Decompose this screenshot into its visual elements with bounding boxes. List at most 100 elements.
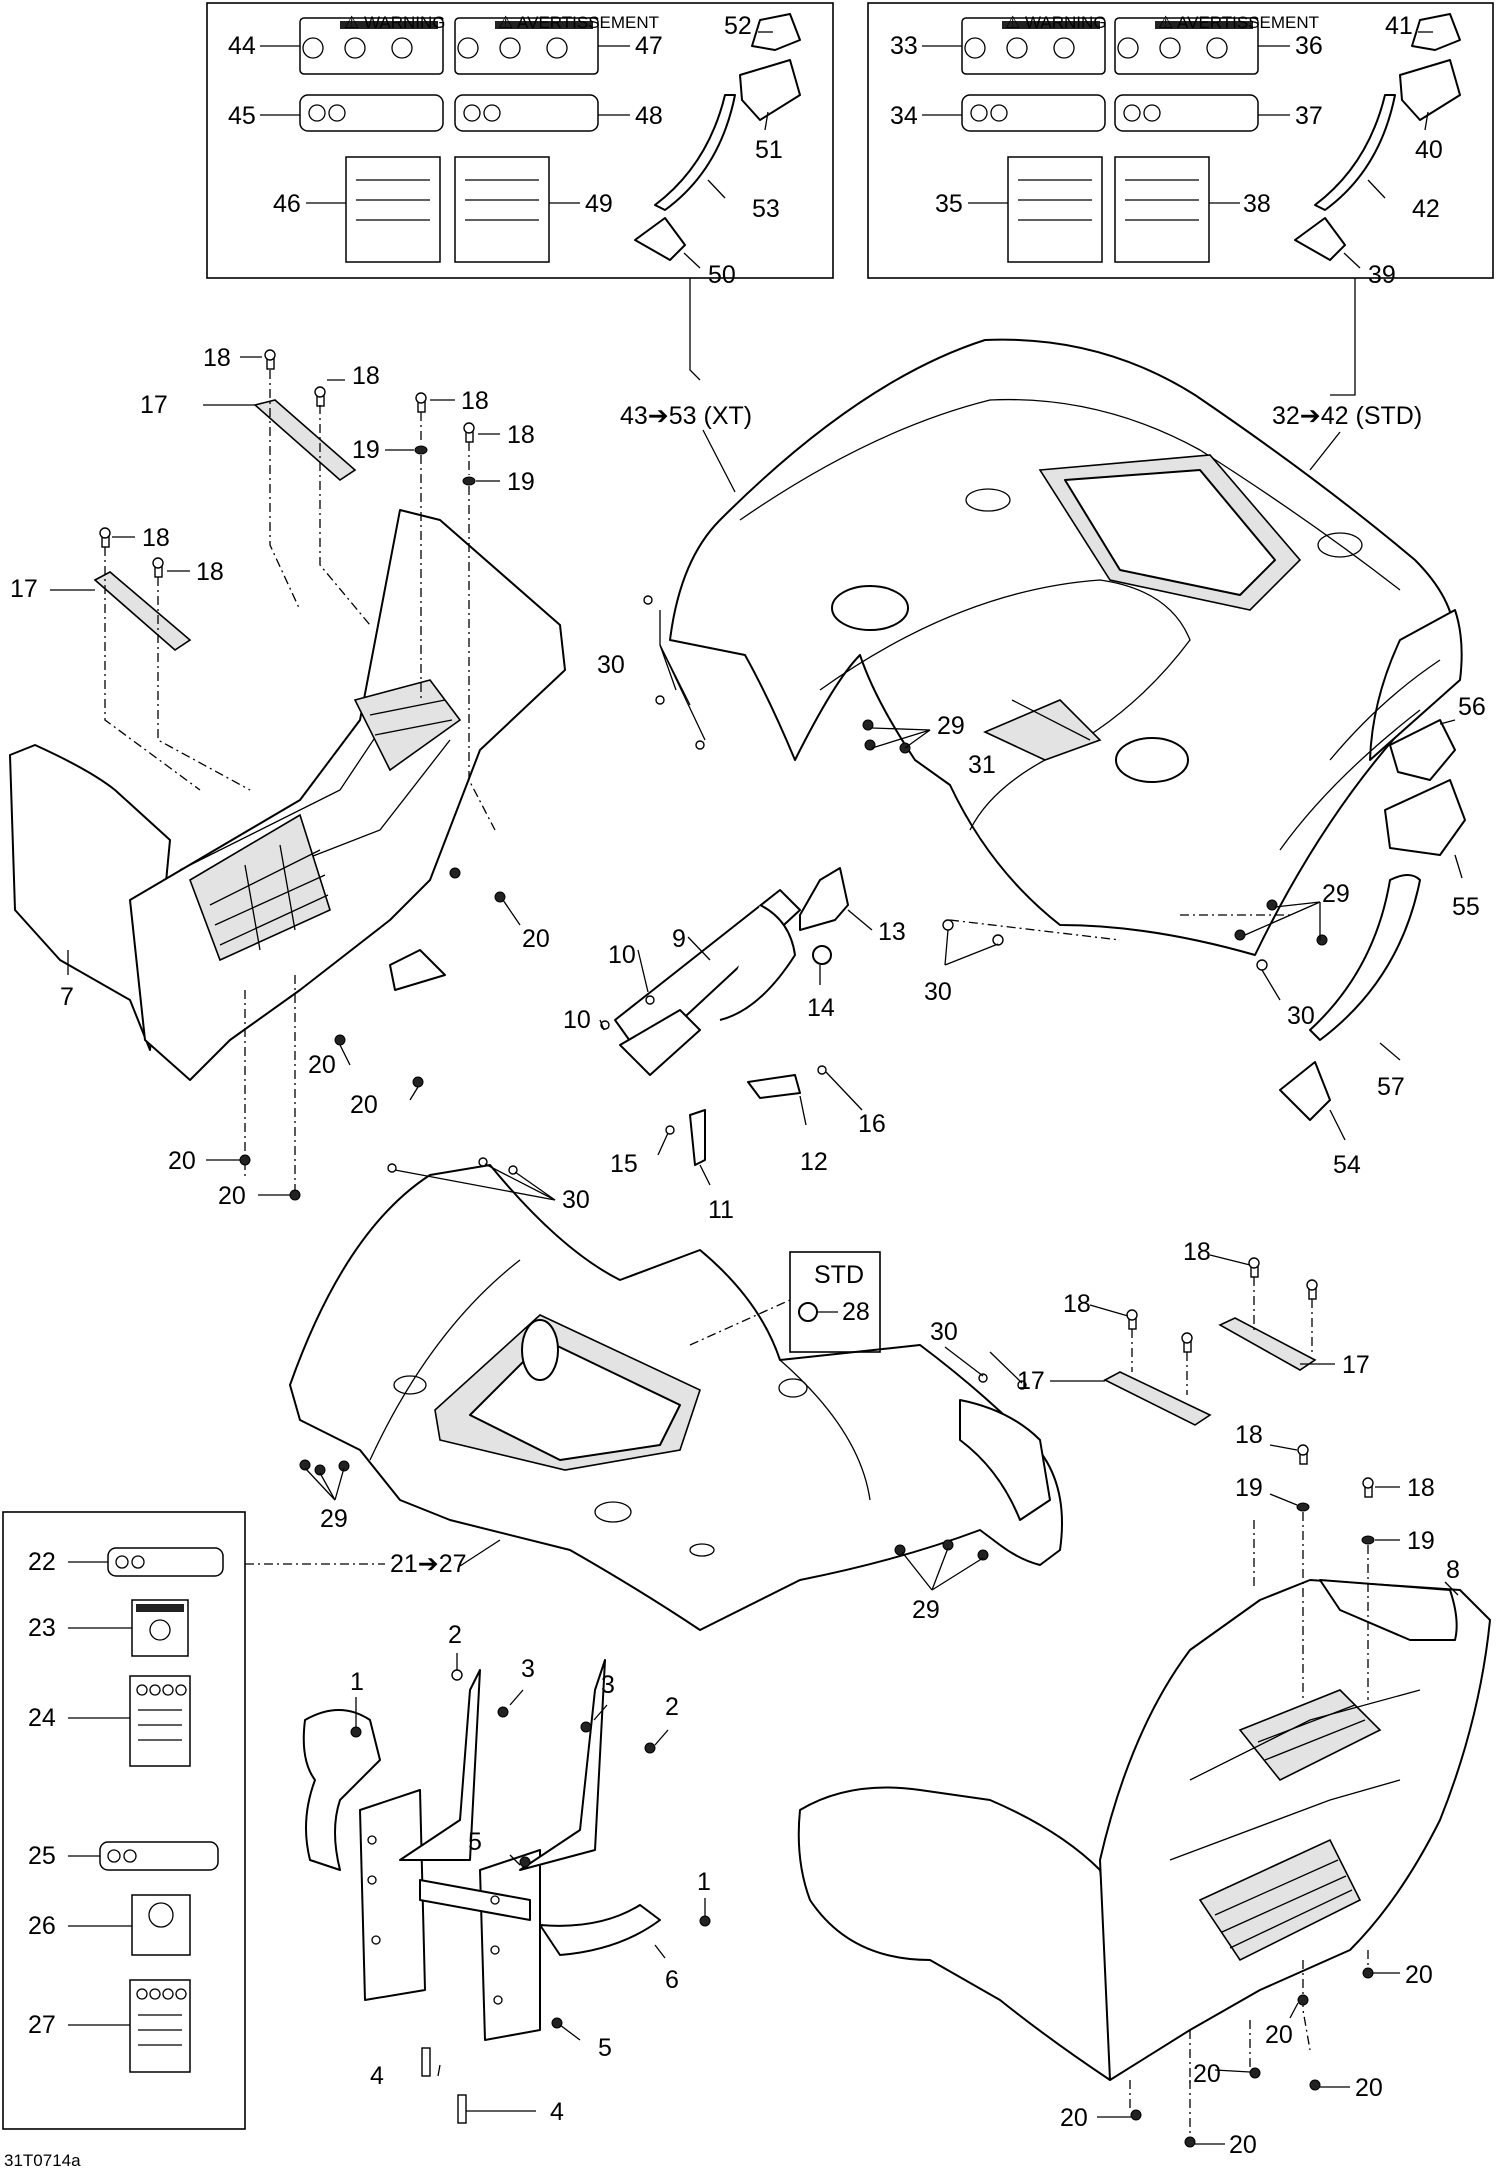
callout-15: 15 (610, 1150, 638, 1178)
left-footrest-grid (189, 813, 331, 962)
std-box (789, 1251, 881, 1353)
callout-29-front-left: 29 (320, 1505, 348, 1533)
callout-19-d: 19 (1407, 1527, 1435, 1555)
footrest-bar-17-right-upper (1218, 1317, 1317, 1371)
callout-29-rear-right: 29 (1322, 880, 1350, 908)
callout-33: 33 (890, 32, 918, 60)
callout-41: 41 (1385, 12, 1413, 40)
callout-29-front-right: 29 (912, 1596, 940, 1624)
callout-7: 7 (60, 983, 74, 1011)
decal-kit-xt-frame (206, 2, 834, 279)
left-footwell (9, 509, 566, 1081)
bracket-39 (1294, 217, 1346, 261)
callout-42: 42 (1412, 195, 1440, 223)
decal-45 (299, 94, 444, 132)
callout-16: 16 (858, 1110, 886, 1138)
bumper-tube-right (539, 1904, 661, 1956)
decal-38 (1114, 156, 1210, 263)
callout-32-42-std: 32➔42 (STD) (1272, 402, 1422, 430)
callout-30-front-right: 30 (930, 1318, 958, 1346)
callout-26: 26 (28, 1912, 56, 1940)
bumper-plate-left (359, 1789, 426, 2001)
callout-5-a: 5 (468, 1828, 482, 1856)
callout-45: 45 (228, 102, 256, 130)
callout-2-a: 2 (448, 1621, 462, 1649)
decal-46 (345, 156, 441, 263)
figure-code: 31T0714a (4, 2151, 81, 2170)
callout-18-h: 18 (1063, 1290, 1091, 1318)
callout-6: 6 (665, 1966, 679, 1994)
front-fender (289, 1164, 1063, 1631)
callout-18-i: 18 (1235, 1421, 1263, 1449)
cover-56 (1389, 719, 1456, 781)
callout-9: 9 (672, 925, 686, 953)
callout-17-right-upper: 17 (1342, 1351, 1370, 1379)
decal-25 (99, 1841, 219, 1871)
callout-12: 12 (800, 1148, 828, 1176)
callout-25: 25 (28, 1842, 56, 1870)
callout-1-a: 1 (350, 1668, 364, 1696)
left-mud-flap (9, 744, 171, 1051)
cover-41 (1411, 13, 1461, 51)
callout-40: 40 (1415, 136, 1443, 164)
callout-43-53-xt: 43➔53 (XT) (620, 402, 752, 430)
callout-14: 14 (807, 994, 835, 1022)
callout-10-b: 10 (563, 1006, 591, 1034)
decal-37 (1114, 94, 1259, 132)
callout-52: 52 (724, 12, 752, 40)
callout-20-d: 20 (168, 1147, 196, 1175)
clip-11 (689, 1109, 706, 1166)
strip-53 (654, 94, 736, 211)
callout-30-front-left: 30 (562, 1186, 590, 1214)
callout-27: 27 (28, 2011, 56, 2039)
rear-fender (669, 338, 1463, 956)
callout-10-a: 10 (608, 941, 636, 969)
callout-47: 47 (635, 32, 663, 60)
bumper-crossbar (419, 1879, 531, 1921)
decal-44-header (340, 21, 438, 29)
footrest-bar-17-upper (253, 399, 357, 482)
callout-17-left-upper: 17 (140, 391, 168, 419)
decal-kit-std: ⚠ WARNING ⚠ AVERTISSEMENT 33 36 34 37 35… (867, 2, 1494, 289)
callout-24: 24 (28, 1704, 56, 1732)
callout-22: 22 (28, 1548, 56, 1576)
cover-52 (751, 13, 801, 51)
callout-29-rear-left: 29 (937, 712, 965, 740)
bracket-13 (799, 867, 849, 931)
rear-cupholder-left (831, 585, 909, 631)
decal-22 (107, 1547, 224, 1577)
callout-19-b: 19 (507, 468, 535, 496)
callout-20-b: 20 (308, 1051, 336, 1079)
callout-20-k: 20 (1229, 2131, 1257, 2159)
callout-21-27: 21➔27 (390, 1550, 467, 1578)
callout-11: 11 (708, 1196, 734, 1224)
callout-54: 54 (1333, 1151, 1361, 1179)
callout-18-f: 18 (196, 558, 224, 586)
decal-kit-21-27-frame (2, 1511, 246, 2130)
decal-kit-std-frame (867, 2, 1494, 279)
callout-18-j: 18 (1407, 1474, 1435, 1502)
grommet-28 (798, 1302, 818, 1322)
left-footwell-body (129, 509, 566, 1081)
callout-39: 39 (1368, 261, 1396, 289)
callout-28: 28 (842, 1298, 870, 1326)
strip-57 (1309, 874, 1421, 1041)
callout-35: 35 (935, 190, 963, 218)
right-footwell (797, 1579, 1491, 2081)
right-mud-flap (797, 1786, 1121, 2081)
callout-18-a: 18 (203, 344, 231, 372)
callout-56: 56 (1458, 693, 1486, 721)
footrest-bar-17-right-lower (1103, 1371, 1212, 1426)
center-bracket (600, 867, 849, 1166)
cover-55 (1384, 779, 1466, 856)
bracket-54 (1279, 1061, 1331, 1121)
right-footrest-grid (1198, 1838, 1362, 1962)
callout-37: 37 (1295, 102, 1323, 130)
washer-14 (812, 945, 832, 965)
decal-35 (1007, 156, 1103, 263)
callout-19-c: 19 (1235, 1474, 1263, 1502)
bracket-50 (634, 217, 686, 261)
callout-3-a: 3 (521, 1655, 535, 1683)
callout-57: 57 (1377, 1073, 1405, 1101)
callout-30-rear-left: 30 (597, 651, 625, 679)
